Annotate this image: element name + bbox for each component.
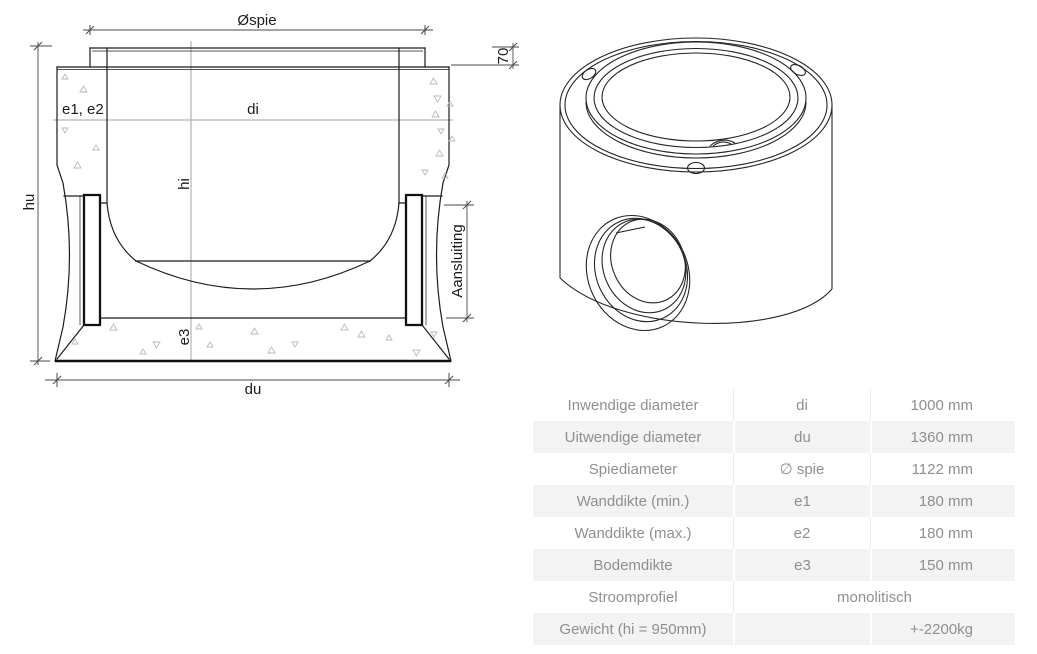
flow-profile xyxy=(106,202,400,290)
spec-value: 150 mm xyxy=(870,549,1015,581)
table-row: Gewicht (hi = 950mm) +-2200kg xyxy=(533,613,1015,645)
table-row: Bodemdikte e3 150 mm xyxy=(533,549,1015,581)
table-row: Spiediameter ∅ spie 1122 mm xyxy=(533,453,1015,485)
inner-diameter-label: di xyxy=(247,101,259,118)
spec-label: Wanddikte (min.) xyxy=(533,485,733,517)
outer-wall-outline xyxy=(54,66,452,362)
spec-symbol: e2 xyxy=(733,517,870,549)
spec-symbol xyxy=(733,613,870,645)
spec-value: 1122 mm xyxy=(870,453,1015,485)
outer-diameter-label: du xyxy=(245,381,262,398)
rim-hole-icon xyxy=(686,161,706,175)
outer-height-label: hu xyxy=(21,194,38,211)
isometric-view xyxy=(559,37,833,332)
spigot-height-label: 70 xyxy=(495,48,512,65)
spec-symbol: e1 xyxy=(733,485,870,517)
spec-table: Inwendige diameter di 1000 mm Uitwendige… xyxy=(533,389,1015,645)
aansluiting-dimension xyxy=(444,200,474,323)
spie-diameter-label: Øspie xyxy=(237,12,276,29)
inner-wall-outline xyxy=(63,47,443,325)
spec-symbol: ∅ spie xyxy=(733,453,870,485)
table-row: Stroomprofiel monolitisch xyxy=(533,581,1015,613)
left-gasket-bar xyxy=(82,193,102,327)
connection-label: Aansluiting xyxy=(449,224,466,297)
spec-value: 180 mm xyxy=(870,517,1015,549)
spigot-outline xyxy=(56,47,450,70)
bottom-thickness-label: e3 xyxy=(176,329,193,346)
spec-value: 1360 mm xyxy=(870,421,1015,453)
spec-value: 180 mm xyxy=(870,485,1015,517)
spec-label: Inwendige diameter xyxy=(567,396,699,414)
table-row: Wanddikte (max.) e2 180 mm xyxy=(533,517,1015,549)
right-gasket-bar xyxy=(404,193,424,327)
spec-label: Wanddikte (max.) xyxy=(574,524,692,542)
spec-symbol: di xyxy=(733,389,870,421)
table-row: Wanddikte (min.) e1 180 mm xyxy=(533,485,1015,517)
spigot-height-dimension xyxy=(451,42,519,70)
rim-hole-icon xyxy=(790,63,806,77)
floor-slab xyxy=(55,317,451,363)
spec-label: Gewicht (hi = 950mm) xyxy=(533,613,733,645)
du-dimension xyxy=(45,373,460,387)
spec-symbol: e3 xyxy=(733,549,870,581)
spec-value: 1000 mm xyxy=(870,389,1015,421)
concrete-stipple xyxy=(61,73,456,357)
cross-section-view: Øspie e1, e2 di hi hu e3 Aansluiting 70 … xyxy=(21,12,519,398)
hu-dimension xyxy=(30,41,52,366)
rim-hole-icon xyxy=(581,67,597,81)
spec-label: Uitwendige diameter xyxy=(533,421,733,453)
spec-label: Bodemdikte xyxy=(533,549,733,581)
rim-notch xyxy=(709,139,736,147)
spec-label: Spiediameter xyxy=(588,460,678,478)
spec-symbol: du xyxy=(733,421,870,453)
spec-label: Stroomprofiel xyxy=(588,588,678,606)
table-row: Uitwendige diameter du 1360 mm xyxy=(533,421,1015,453)
spec-merged-value: monolitisch xyxy=(733,581,1015,613)
wall-thickness-label: e1, e2 xyxy=(62,101,104,118)
spie-dimension xyxy=(83,25,433,35)
table-row: Inwendige diameter di 1000 mm xyxy=(533,389,1015,421)
spec-value: +-2200kg xyxy=(870,613,1015,645)
inner-height-label: hi xyxy=(176,178,193,190)
socket-opening xyxy=(585,214,691,332)
